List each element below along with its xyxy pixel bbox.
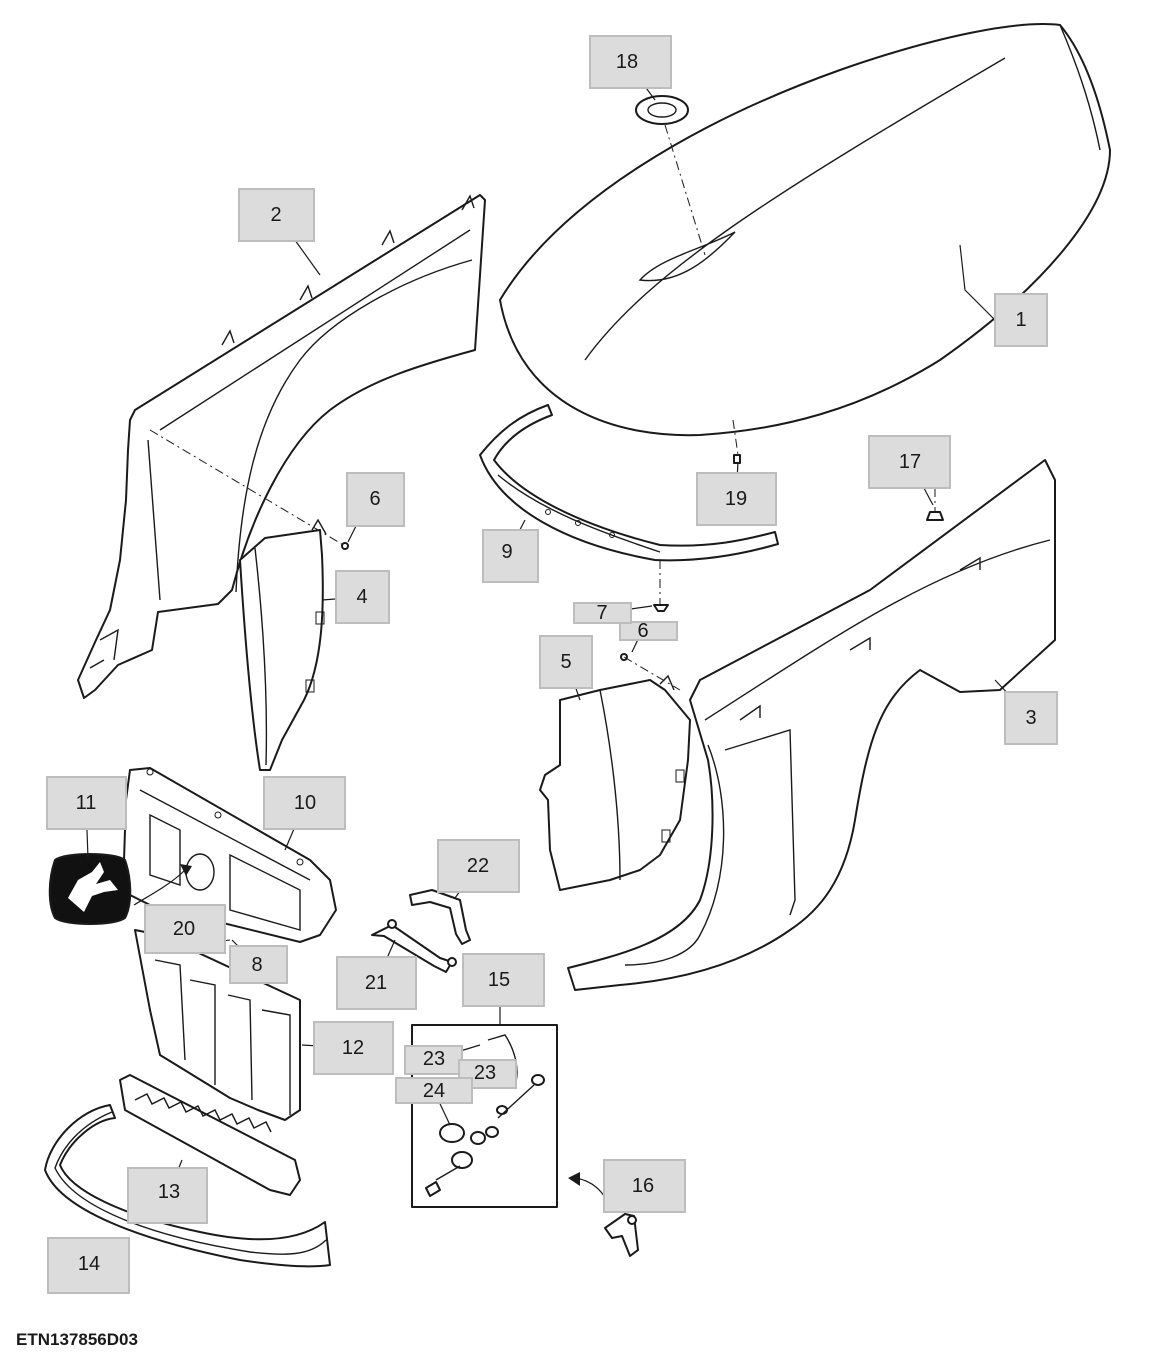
callout-label-1: 1: [1015, 309, 1026, 331]
callout-18: 18: [589, 35, 672, 89]
figure-id: ETN137856D03: [16, 1330, 138, 1349]
callout-label-17: 17: [899, 451, 921, 473]
callout-11: 11: [46, 776, 127, 830]
part-left-bracket: [239, 518, 327, 771]
part-bracket-16: [568, 1172, 639, 1257]
callout-label-4: 4: [356, 586, 367, 608]
callout-6b: 6: [619, 620, 678, 642]
callout-12: 12: [313, 1021, 394, 1075]
callout-label-5: 5: [560, 651, 571, 673]
callout-label-9: 9: [501, 541, 512, 563]
callout-2: 2: [238, 188, 315, 242]
part-left-side-panel: [77, 194, 486, 699]
callout-label-6a: 6: [369, 488, 380, 510]
part-right-side-panel: [567, 459, 1056, 991]
part-brackets-22-21: [371, 889, 471, 973]
callout-3: 3: [1004, 691, 1058, 745]
callout-16: 16: [603, 1159, 686, 1213]
part-lower-seal: [44, 1104, 331, 1268]
callout-24: 24: [395, 1077, 473, 1104]
part-lower-trim: [119, 1074, 301, 1196]
callout-label-16: 16: [632, 1175, 654, 1197]
callout-1: 1: [994, 293, 1048, 347]
callout-22: 22: [437, 839, 520, 893]
callout-label-13: 13: [158, 1181, 180, 1203]
callout-13: 13: [127, 1167, 208, 1224]
callout-label-22: 22: [467, 855, 489, 877]
part-fasteners-center: [341, 454, 944, 661]
callout-19: 19: [696, 472, 777, 526]
callout-9: 9: [482, 529, 539, 583]
callout-5: 5: [539, 635, 593, 689]
callout-label-8: 8: [251, 954, 262, 976]
callout-label-18: 18: [616, 51, 638, 73]
callout-23a: 23: [404, 1045, 463, 1075]
callout-label-3: 3: [1025, 707, 1036, 729]
callout-14: 14: [47, 1237, 130, 1294]
callout-23b: 23: [458, 1059, 517, 1089]
callout-15: 15: [462, 953, 545, 1007]
part-grommet: [635, 95, 689, 125]
callout-label-11: 11: [76, 792, 97, 814]
callout-4: 4: [335, 570, 390, 624]
callout-6a: 6: [346, 472, 405, 527]
part-hood: [499, 23, 1111, 437]
callout-label-19: 19: [725, 488, 747, 510]
callout-label-2: 2: [270, 204, 281, 226]
callout-7: 7: [573, 602, 632, 624]
callout-10: 10: [263, 776, 346, 830]
callout-8: 8: [229, 945, 288, 984]
part-right-bracket: [539, 674, 691, 891]
part-grille-frame: [123, 767, 337, 943]
callout-17: 17: [868, 435, 951, 489]
callout-20: 20: [144, 904, 226, 954]
part-front-seal: [479, 404, 779, 562]
callout-label-20: 20: [173, 918, 195, 940]
callout-label-10: 10: [294, 792, 316, 814]
callout-label-23b: 23: [474, 1062, 496, 1084]
callout-label-23a: 23: [423, 1048, 445, 1070]
callout-label-6b: 6: [637, 620, 648, 642]
callout-label-24: 24: [423, 1080, 445, 1102]
part-logo-badge: [48, 853, 192, 925]
callout-label-15: 15: [488, 969, 510, 991]
part-grille-insert: [134, 929, 301, 1121]
callout-label-12: 12: [342, 1037, 364, 1059]
callout-21: 21: [336, 956, 417, 1010]
callout-label-7: 7: [596, 602, 607, 624]
callout-label-14: 14: [78, 1253, 100, 1275]
callout-label-21: 21: [365, 972, 387, 994]
